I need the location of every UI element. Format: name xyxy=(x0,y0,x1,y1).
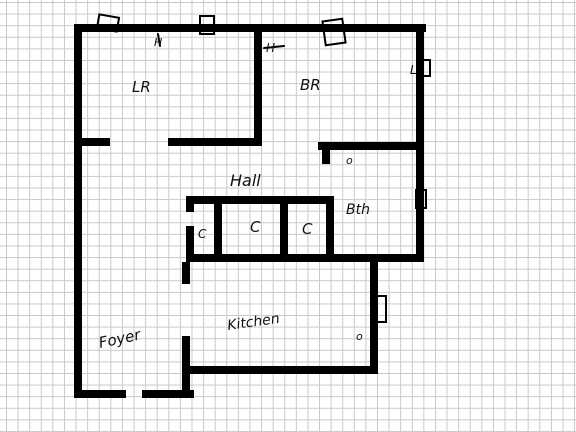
wall-lr-bottom-right xyxy=(168,138,262,146)
wall-closet-b-c xyxy=(280,204,288,262)
window-kitchen-right xyxy=(371,295,387,323)
symbol-bath-fixture: o xyxy=(346,154,353,167)
window-top-left xyxy=(95,13,121,33)
window-mark-br-left xyxy=(263,45,285,49)
label-closet-c: C xyxy=(302,220,313,238)
label-closet-b: C xyxy=(250,218,261,236)
exterior-wall-bottom-kitchen xyxy=(186,366,378,374)
wall-br-bottom-stub xyxy=(322,142,330,164)
note-br-top-window: H xyxy=(266,41,275,55)
wall-foyer-kitchen-lower xyxy=(182,336,190,398)
wall-bath-bottom xyxy=(186,254,424,262)
window-top-right xyxy=(321,17,347,47)
label-closet-a: C xyxy=(198,227,207,241)
label-bathroom: Bth xyxy=(346,202,370,218)
symbol-kitchen-fixture: o xyxy=(356,330,363,343)
note-br-right-window: L xyxy=(410,63,417,77)
wall-br-bottom xyxy=(318,142,424,150)
label-bedroom: BR xyxy=(300,76,321,94)
wall-bath-left xyxy=(326,196,334,262)
wall-closets-top xyxy=(186,196,334,204)
wall-lr-bottom-stub xyxy=(74,138,110,146)
exterior-wall-left xyxy=(74,24,82,398)
window-right-bath xyxy=(415,189,427,209)
label-kitchen: Kitchen xyxy=(226,311,280,334)
wall-lr-br-divider xyxy=(254,24,262,146)
window-mark-lr-top xyxy=(157,33,161,47)
wall-closet-a-left xyxy=(186,226,194,262)
wall-closet-a-b xyxy=(214,204,222,262)
exterior-wall-bottom-foyer xyxy=(142,390,194,398)
label-foyer: Foyer xyxy=(97,325,143,352)
window-top-middle xyxy=(199,15,215,35)
exterior-wall-right-kitchen xyxy=(370,254,378,374)
wall-closet-edge-left xyxy=(186,196,194,212)
window-right-bedroom xyxy=(417,59,431,77)
wall-foyer-kitchen-upper xyxy=(182,262,190,284)
exterior-wall-top xyxy=(74,24,426,32)
label-hall: Hall xyxy=(230,171,261,190)
label-living-room: LR xyxy=(132,78,151,96)
note-lr-top-window: H xyxy=(154,36,162,49)
exterior-wall-bottom-left xyxy=(74,390,126,398)
